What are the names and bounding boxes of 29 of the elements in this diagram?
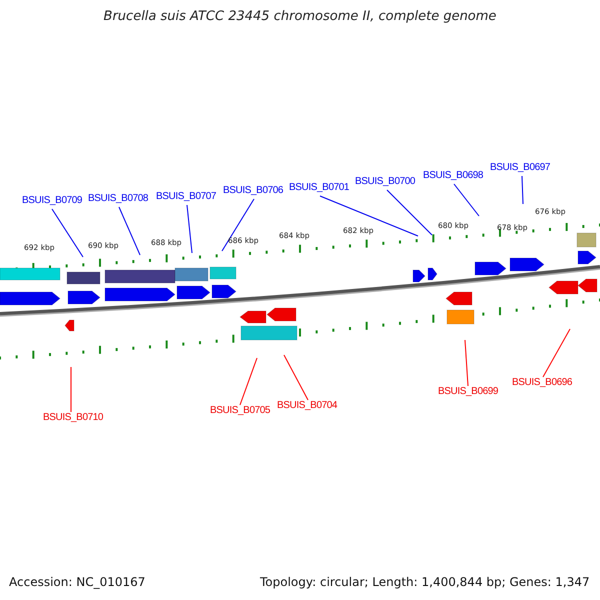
leader-line: [284, 354, 308, 400]
gene-label: BSUIS_B0707: [156, 191, 216, 202]
leader-line: [320, 196, 418, 236]
leader-line: [240, 358, 258, 406]
gene-label: BSUIS_B0701: [289, 182, 350, 193]
footer-text: Accession: NC_010167: [9, 575, 146, 589]
gene-label: BSUIS_B0704: [277, 400, 338, 411]
gene-label: BSUIS_B0706: [223, 185, 284, 196]
leader-line: [52, 208, 84, 258]
gene-label: BSUIS_B0698: [423, 170, 484, 181]
gene-label: BSUIS_B0700: [355, 176, 416, 187]
leader-line: [464, 340, 468, 386]
gene-label: BSUIS_B0710: [43, 412, 104, 423]
leader-line: [542, 328, 570, 378]
leader-line: [522, 176, 524, 204]
title: Brucella suis ATCC 23445 chromosome II, complete genome: [102, 9, 498, 24]
gene-label: BSUIS_B0709: [22, 195, 82, 206]
leader-line: [186, 204, 192, 254]
gene-label: BSUIS_B0696: [512, 377, 572, 388]
gene-label: BSUIS_B0697: [490, 162, 550, 173]
gene-label: BSUIS_B0705: [210, 405, 270, 416]
footer-text: Topology: circular; Length: 1,400,844 bp; Genes: 1,347: [260, 575, 590, 589]
leader-line: [454, 184, 480, 216]
leader-line: [70, 366, 72, 412]
leader-line: [222, 198, 254, 252]
leader-line: [386, 190, 432, 236]
gene-label: BSUIS_B0708: [88, 193, 148, 204]
leader-line: [118, 206, 140, 256]
gene-label: BSUIS_B0699: [438, 386, 498, 397]
